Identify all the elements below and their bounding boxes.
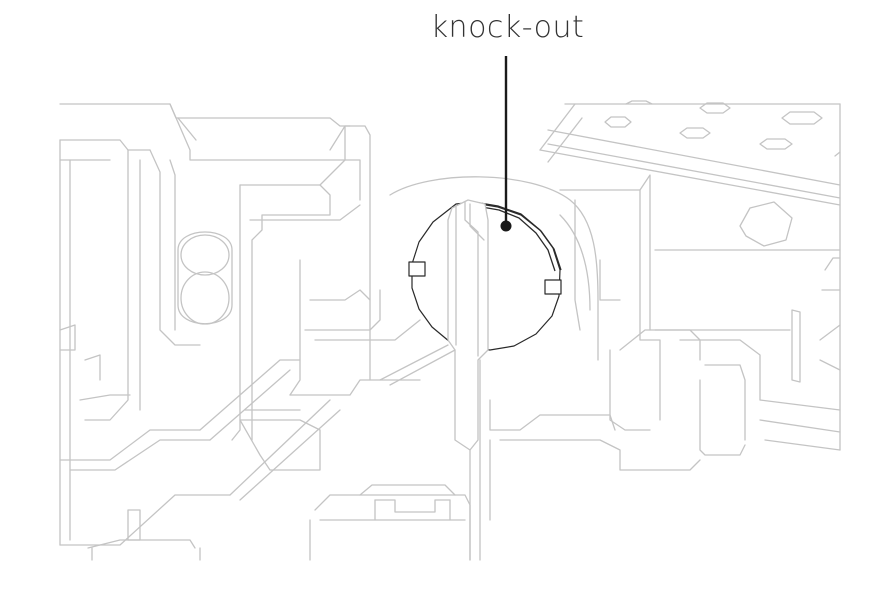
knock-out-label: knock-out: [430, 10, 585, 45]
leader-endpoint-dot: [500, 220, 512, 232]
housing-outline: [59, 100, 841, 561]
callout-leader: [500, 56, 512, 232]
front-plate: [379, 199, 489, 451]
